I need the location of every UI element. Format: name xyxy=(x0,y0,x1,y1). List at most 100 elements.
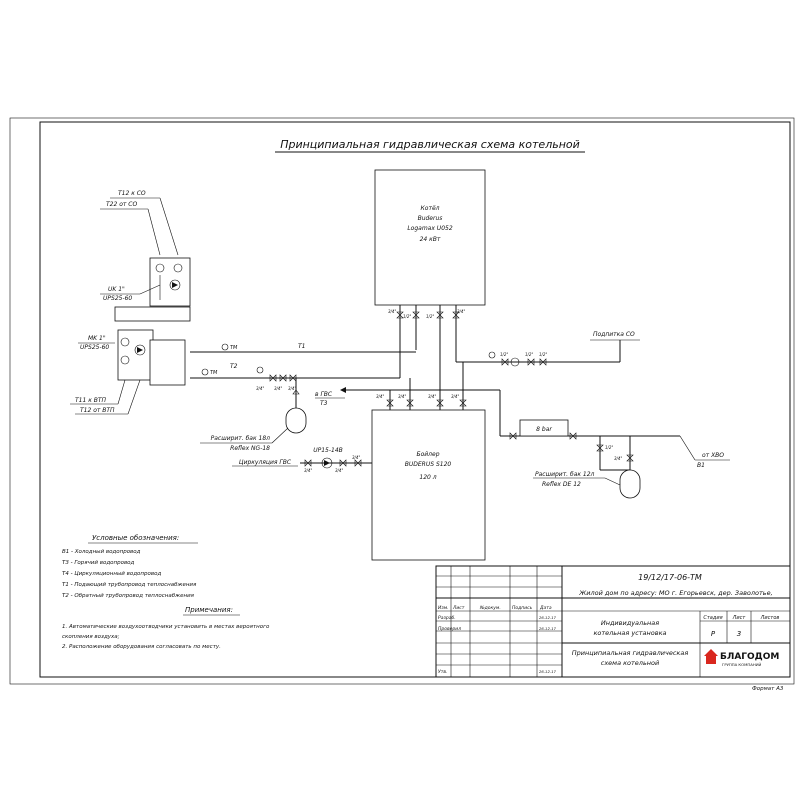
stamp-col: Дата xyxy=(539,605,552,611)
stamp-stage: Р xyxy=(711,630,716,638)
safety-valve-label: 8 bar xyxy=(536,426,552,433)
company-name: БЛАГОДОМ xyxy=(720,652,779,662)
recirc-pump-model: UP15-14B xyxy=(313,447,343,454)
water-heater-inlets: 3/4" 3/4" 3/4" 3/4" xyxy=(376,362,467,410)
boiler-outlets: 3/4" 1/2" 1/2" 3/4" xyxy=(388,305,465,378)
stamp-date: 26.12.17 xyxy=(539,615,556,620)
recirc-label: Циркуляция ГВС xyxy=(239,459,292,466)
stamp-code: 19/12/17-06-ТМ xyxy=(638,573,702,582)
company-sub: ГРУППА КОМПАНИЙ xyxy=(722,662,762,667)
stamp-sheet-title-1: Принципиальная гидравлическая xyxy=(572,649,689,657)
size-label: 3/4" xyxy=(335,468,343,473)
stamp-sheet-label: Лист xyxy=(732,615,747,621)
stamp-address: Жилой дом по адресу: МО г. Егорьевск, де… xyxy=(578,589,772,597)
boiler: Котёл Buderus Logamax U052 24 кВт xyxy=(374,169,486,306)
size-label: 1/2" xyxy=(525,352,533,357)
legend-item: Т4 - Циркуляционный водопровод xyxy=(62,571,161,577)
size-label: 3/4" xyxy=(614,456,622,461)
exp-tank-12-name: Расширит. бак 12л xyxy=(535,471,595,478)
stamp-role: Разраб. xyxy=(438,615,456,621)
size-label: 3/4" xyxy=(398,394,406,399)
exp-tank-18-model: Reflex NG-18 xyxy=(230,445,270,452)
size-label: 1/2" xyxy=(605,445,613,450)
size-label: 1/2" xyxy=(426,314,434,319)
size-label: 3/4" xyxy=(304,468,312,473)
size-label: 1/2" xyxy=(539,352,547,357)
b1-label: В1 xyxy=(697,462,705,469)
water-heater-volume: 120 л xyxy=(419,474,436,481)
size-label: 1/2" xyxy=(403,314,411,319)
uk-pump-group: Т12 к СО Т22 от СО UK 1" UPS25-60 xyxy=(100,190,191,307)
note-line: скопления воздуха; xyxy=(62,634,120,640)
uk-pump-name: UK 1" xyxy=(108,286,125,293)
safety-valve-box xyxy=(519,419,569,437)
mk-pump-group: MK 1" UPS25-60 Т11 к ВТП Т12 от ВТП xyxy=(70,329,186,415)
sheet-format: Формат А3 xyxy=(752,686,784,692)
house-icon xyxy=(704,649,718,664)
legend-item: Т3 - Горячий водопровод xyxy=(62,560,135,566)
size-label: 3/4" xyxy=(376,394,384,399)
legend-item: Т2 - Обратный трубопровод теплоснабжения xyxy=(62,593,195,599)
size-label: 3/4" xyxy=(457,309,465,314)
size-label: 3/4" xyxy=(288,386,296,391)
stamp-role: Проверил xyxy=(438,626,461,632)
mk-pump-name: MK 1" xyxy=(88,335,106,342)
outer-frame xyxy=(9,117,795,685)
note-line: 1. Автоматические воздухоотводчики устан… xyxy=(62,624,270,630)
water-heater-label-2: BUDERUS S120 xyxy=(405,461,452,468)
inner-frame xyxy=(39,121,791,678)
notes-header: Примечания: xyxy=(185,606,233,614)
stamp-sheets-label: Листов xyxy=(760,615,780,621)
podpitka-label: Подпитка СО xyxy=(593,331,635,338)
ot-hvo-label: от ХВО xyxy=(702,452,724,459)
exp-tank-12-model: Reflex DE 12 xyxy=(542,481,581,488)
t3-label: Т3 xyxy=(320,400,328,407)
t11-vtp-label: Т11 к ВТП xyxy=(75,397,107,404)
stamp-role: Утв. xyxy=(438,669,447,675)
notes: Примечания: 1. Автоматические воздухоотв… xyxy=(62,606,270,650)
v-gvs-label: в ГВС xyxy=(315,391,333,398)
legend-header: Условные обозначения: xyxy=(92,534,179,542)
size-label: 3/4" xyxy=(274,386,282,391)
t12-co-label: Т12 к СО xyxy=(118,190,146,197)
legend-item: Т1 - Подающий трубопровод теплоснабжения xyxy=(62,582,197,588)
t2-label: Т2 xyxy=(230,363,238,370)
size-label: 3/4" xyxy=(388,309,396,314)
expansion-tank-18: Расширит. бак 18л Reflex NG-18 xyxy=(200,378,307,452)
page-title: Принципиальная гидравлическая схема коте… xyxy=(280,138,580,151)
stamp-col: Лист xyxy=(452,605,465,611)
size-label: 3/4" xyxy=(352,455,360,460)
recirculation-group: UP15-14B Циркуляция ГВС 3/4" 3/4" 3/4" xyxy=(232,447,372,473)
t12-vtp-label: Т12 от ВТП xyxy=(80,407,115,414)
boiler-label-3: Logamax U052 xyxy=(407,225,453,232)
mk-pump-model: UPS25-60 xyxy=(80,344,109,351)
water-heater-label-1: Бойлер xyxy=(416,451,439,458)
manifold xyxy=(114,306,191,322)
exp-tank-18-name: Расширит. бак 18л xyxy=(211,435,271,442)
size-label: 3/4" xyxy=(451,394,459,399)
note-line: 2. Расположение оборудования согласовать… xyxy=(62,644,221,650)
t1-label: Т1 xyxy=(298,343,305,350)
tm-label-2: ТМ xyxy=(210,370,218,376)
boiler-label-2: Buderus xyxy=(418,215,443,222)
boiler-label-1: Котёл xyxy=(421,205,440,212)
stamp-col: Подпись xyxy=(512,605,533,611)
company-logo: БЛАГОДОМ ГРУППА КОМПАНИЙ xyxy=(704,649,779,667)
t22-co-label: Т22 от СО xyxy=(106,201,137,208)
size-label: 3/4" xyxy=(428,394,436,399)
water-heater: Бойлер BUDERUS S120 120 л xyxy=(371,409,486,561)
stamp-col: Изм. xyxy=(438,605,449,611)
stamp-object-2: котельная установка xyxy=(593,629,666,637)
stamp-sheet-title-2: схема котельной xyxy=(601,659,660,667)
legend-item: В1 - Холодный водопровод xyxy=(62,549,141,555)
boiler-power: 24 кВт xyxy=(420,236,441,243)
legend: Условные обозначения: В1 - Холодный водо… xyxy=(62,534,198,599)
title-block: 19/12/17-06-ТМ Жилой дом по адресу: МО г… xyxy=(435,565,791,678)
stamp-col: №докум. xyxy=(479,605,501,611)
size-label: 1/2" xyxy=(500,352,508,357)
stamp-object-1: Индивидуальная xyxy=(601,619,659,627)
stamp-date: 26.12.17 xyxy=(539,669,556,674)
stamp-date: 26.12.17 xyxy=(539,626,556,631)
stamp-stage-label: Стадия xyxy=(703,615,722,621)
